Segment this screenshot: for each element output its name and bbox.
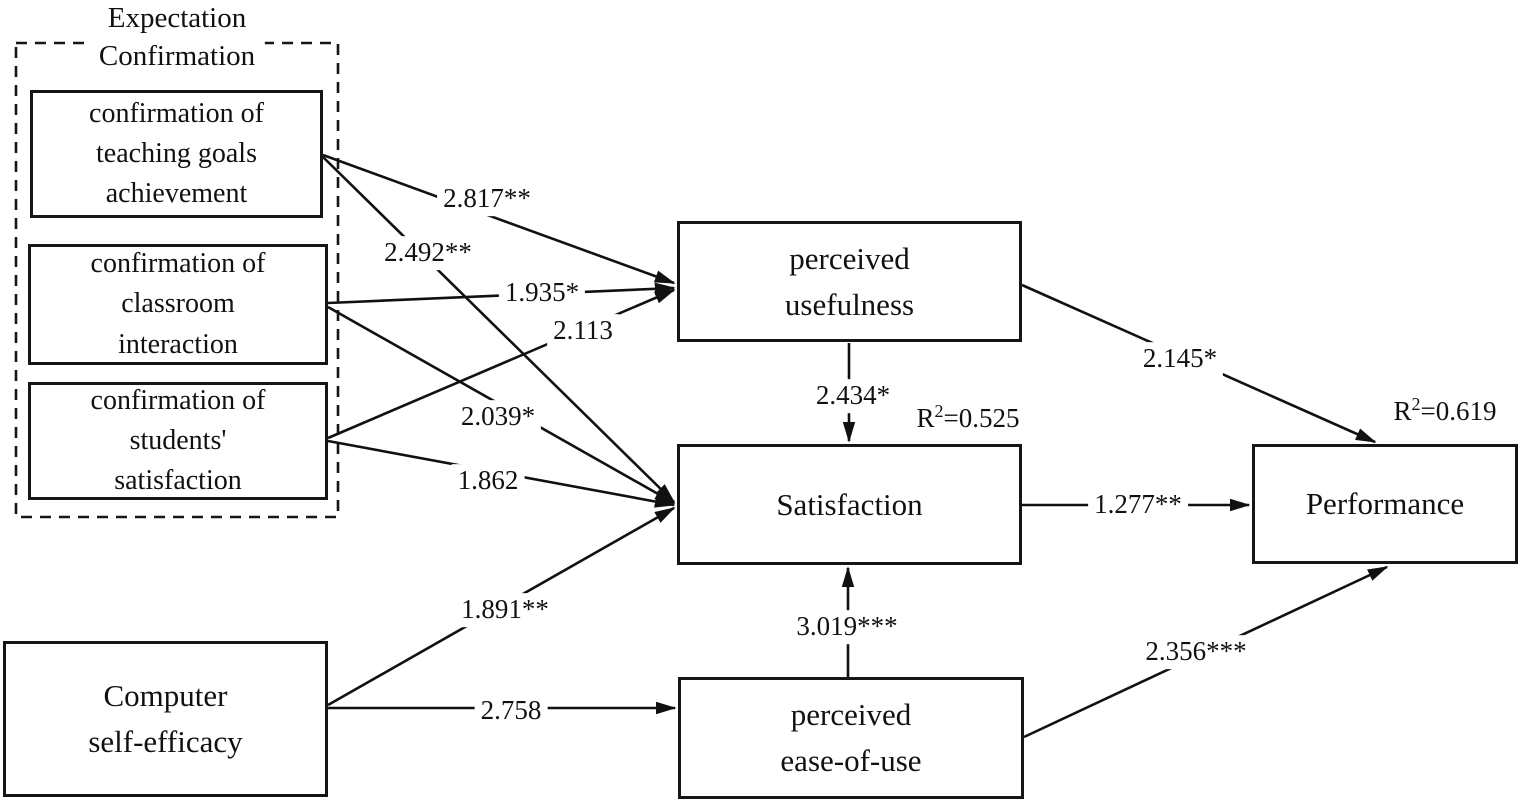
r-squared-satisfaction: R2=0.525 [916,401,1020,434]
expectation-confirmation-title: Expectation Confirmation [88,0,266,76]
coef-students-to-sat: 1.862 [451,464,525,498]
node-performance: Performance [1252,444,1518,564]
r-squared-performance: R2=0.619 [1393,394,1497,427]
r2-sat-base: R [916,403,935,434]
edge-teaching-goals-to-satisfaction [322,156,676,504]
coef-self-efficacy-to-peou: 2.758 [474,694,548,728]
node-computer-self-efficacy: Computer self-efficacy [3,641,328,797]
coef-sat-to-performance: 1.277** [1088,488,1188,522]
node-perceived-ease-of-use: perceived ease-of-use [678,677,1024,799]
coef-classroom-to-sat: 2.039* [454,400,542,434]
r2-perf-base: R [1393,396,1412,427]
r2-perf-exponent: 2 [1411,394,1421,415]
r2-sat-value: =0.525 [943,403,1020,434]
edge-teaching-goals-to-perceived-usefulness [322,153,676,285]
node-confirmation-students-satisfaction: confirmation of students' satisfaction [28,382,328,500]
coef-pu-to-performance: 2.145* [1136,342,1224,376]
coef-self-efficacy-to-sat: 1.891** [455,593,555,627]
r2-perf-value: =0.619 [1420,396,1497,427]
node-confirmation-classroom-interaction: confirmation of classroom interaction [28,244,328,365]
node-satisfaction: Satisfaction [677,444,1022,565]
coef-students-to-pu: 2.113 [547,314,619,348]
r2-sat-exponent: 2 [934,401,944,422]
coef-pu-to-sat: 2.434* [809,379,897,413]
coef-peou-to-sat: 3.019*** [790,610,904,644]
node-confirmation-teaching-goals: confirmation of teaching goals achieveme… [30,90,323,218]
coef-teaching-goals-to-pu: 2.817** [437,182,537,216]
node-perceived-usefulness: perceived usefulness [677,221,1022,342]
coef-classroom-to-pu: 1.935* [498,276,586,310]
coef-peou-to-performance: 2.356*** [1139,635,1253,669]
coef-teaching-goals-to-sat: 2.492** [378,236,478,270]
